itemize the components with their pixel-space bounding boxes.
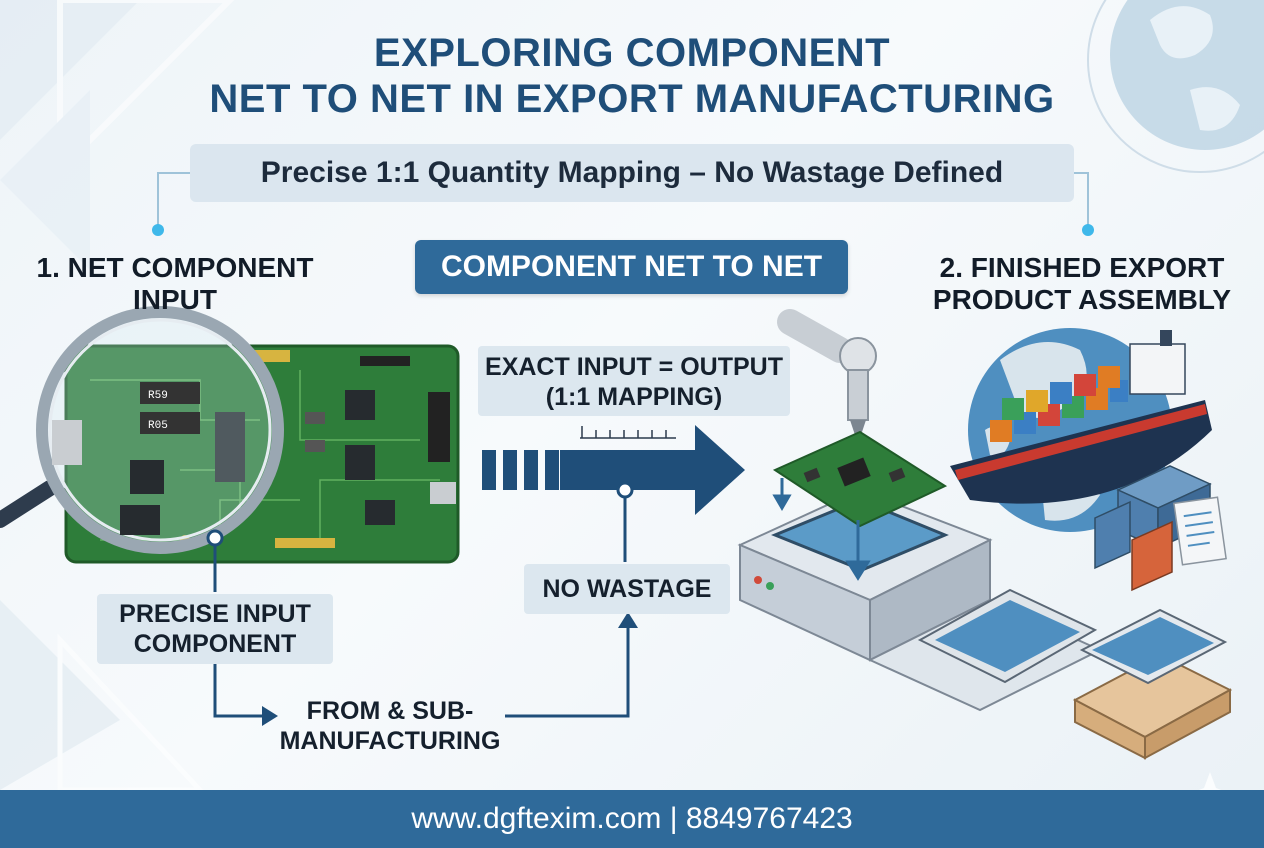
ruler-ticks	[580, 426, 676, 438]
right-heading-line-1: 2. FINISHED EXPORT	[900, 252, 1264, 284]
right-heading-line-2: PRODUCT ASSEMBLY	[900, 284, 1264, 316]
left-heading-line-1: 1. NET COMPONENT	[10, 252, 340, 284]
right-connector-dot	[1082, 224, 1094, 236]
precise-input-line-1: PRECISE INPUT	[97, 599, 333, 629]
exact-mapping-line-1: EXACT INPUT = OUTPUT	[478, 352, 790, 382]
document-icon	[1174, 497, 1226, 565]
magnifying-glass-icon	[0, 312, 278, 548]
subtitle-banner: Precise 1:1 Quantity Mapping – No Wastag…	[190, 144, 1074, 202]
footer-contact-text: www.dgftexim.com | 8849767423	[411, 802, 852, 836]
title-line-2: NET TO NET IN EXPORT MANUFACTURING	[0, 76, 1264, 122]
precise-input-dot	[208, 531, 222, 545]
no-wastage-dot	[618, 483, 632, 497]
stacked-boxes-icon	[1075, 610, 1230, 758]
chip-label-r59: R59	[148, 390, 168, 402]
exact-mapping-label: EXACT INPUT = OUTPUT (1:1 MAPPING)	[478, 346, 790, 416]
center-label-pill: COMPONENT NET TO NET	[415, 240, 848, 294]
precise-input-label: PRECISE INPUT COMPONENT	[97, 594, 333, 664]
title-line-1: EXPLORING COMPONENT	[0, 30, 1264, 76]
exact-mapping-line-2: (1:1 MAPPING)	[478, 382, 790, 412]
footer-bar: www.dgftexim.com | 8849767423	[0, 790, 1264, 848]
right-heading: 2. FINISHED EXPORT PRODUCT ASSEMBLY	[900, 252, 1264, 316]
robotic-arm-icon	[790, 322, 876, 444]
from-submanufacturing-label: FROM & SUB- MANUFACTURING	[270, 696, 510, 756]
no-wastage-arrowhead	[618, 612, 638, 628]
from-line-1: FROM & SUB-	[270, 696, 510, 726]
left-connector-dot	[152, 224, 164, 236]
left-heading: 1. NET COMPONENT INPUT	[10, 252, 340, 316]
no-wastage-label: NO WASTAGE	[524, 564, 730, 614]
from-line-2: MANUFACTURING	[270, 726, 510, 756]
chip-label-r05: R05	[148, 420, 168, 432]
precise-input-line-2: COMPONENT	[97, 629, 333, 659]
left-heading-line-2: INPUT	[10, 284, 340, 316]
